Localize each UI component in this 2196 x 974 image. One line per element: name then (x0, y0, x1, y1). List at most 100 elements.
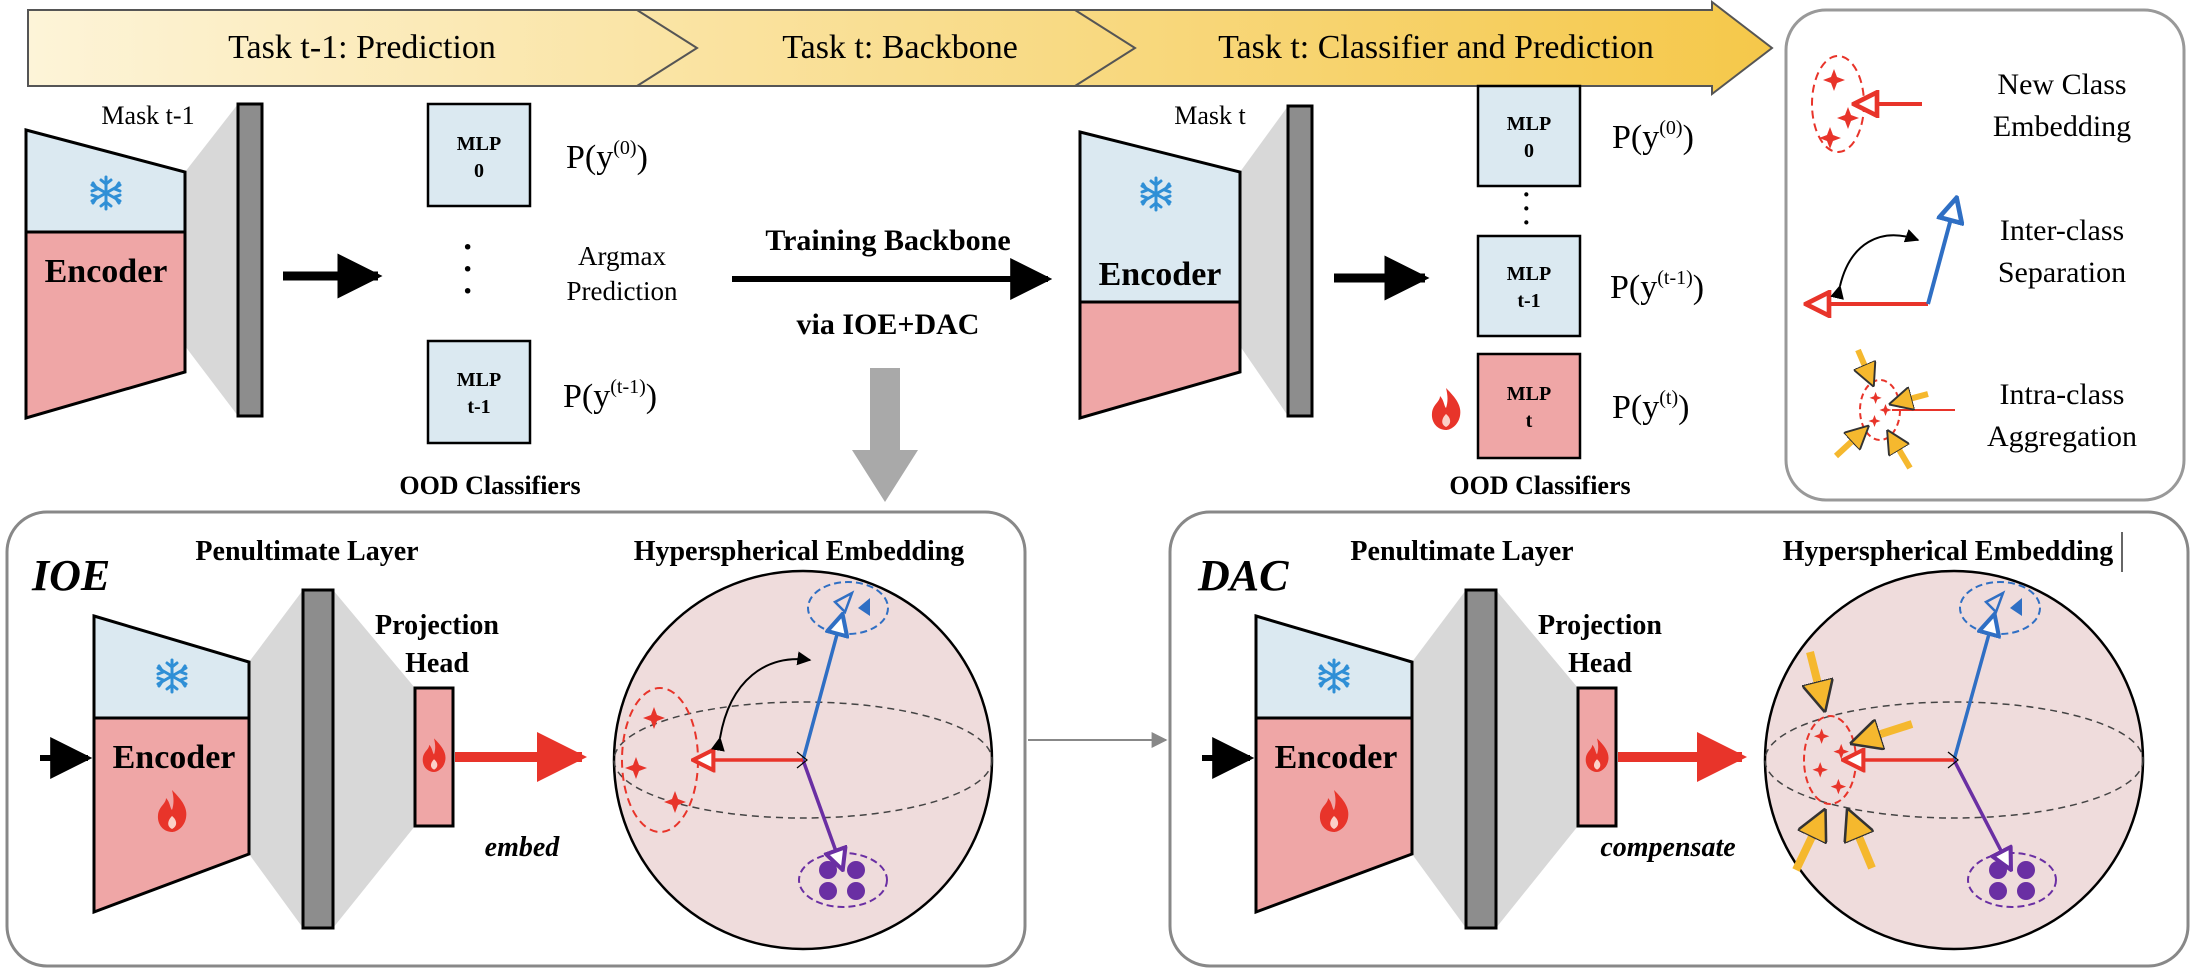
aggregate-arrow (1852, 820, 1876, 870)
legend: New Class Embedding Inter-class Separati… (1784, 8, 2186, 502)
svg-text:Aggregation: Aggregation (1987, 420, 2137, 453)
penultimate-layer (1464, 588, 1498, 930)
embed-label: embed (485, 832, 561, 863)
aggregate-arrow (1810, 651, 1822, 700)
mlp-0-box (1476, 84, 1582, 188)
stage-separator-2 (1074, 9, 1137, 87)
mask-t-label: Mask t (1174, 101, 1246, 130)
svg-text:·: · (462, 273, 473, 310)
argmax-line2: Prediction (567, 276, 678, 306)
mlp-prev-box (1476, 234, 1582, 338)
projection-line2: Head (1568, 648, 1632, 679)
top-right-model: Mask t Encoder (1078, 101, 1430, 420)
training-line2: via IOE+DAC (797, 308, 980, 341)
stage-prev-prediction: Task t-1: Prediction (228, 29, 496, 66)
svg-text:Embedding: Embedding (1993, 110, 2131, 143)
mlp-0-line2: 0 (474, 160, 484, 182)
encoder-label: Encoder (45, 253, 168, 290)
svg-text:MLP: MLP (1507, 383, 1551, 405)
legend-intra-class: Intra-class Aggregation (1833, 348, 2137, 470)
top-left-classifiers: MLP 0 · · · MLP t-1 Argmax Prediction P(… (399, 102, 678, 500)
prob-0: P(y(0)) (1612, 117, 1694, 156)
encoder-label: Encoder (1099, 256, 1222, 293)
flame-icon (1431, 388, 1461, 430)
mlp-0-box (426, 102, 532, 208)
mask-layer (236, 102, 264, 418)
prob-prev: P(y(t-1)) (1610, 267, 1704, 306)
penultimate-fan (249, 590, 303, 928)
legend-frame (1784, 8, 2186, 502)
stage-separator-1 (636, 9, 699, 87)
penultimate-fan (1412, 590, 1466, 928)
mlp-0-line1: MLP (457, 133, 501, 155)
stage-banner: Task t-1: Prediction Task t: Backbone Ta… (27, 0, 1774, 97)
stage-classifier: Task t: Classifier and Prediction (1218, 29, 1654, 66)
svg-text:MLP: MLP (1507, 113, 1551, 135)
dac-sphere (1763, 569, 2145, 951)
compensate-label: compensate (1600, 832, 1735, 863)
projection-line1: Projection (375, 610, 499, 641)
down-arrow (852, 368, 918, 502)
training-line1: Training Backbone (765, 224, 1010, 257)
ioe-title: IOE (31, 551, 110, 600)
prob-new: P(y(t)) (1612, 387, 1689, 426)
legend-new-class: New Class Embedding (1811, 55, 2131, 153)
legend-inter-class: Inter-class Separation (1808, 200, 2126, 304)
dac-title: DAC (1197, 551, 1289, 600)
svg-text:t: t (1526, 410, 1533, 432)
mlp-last-box (426, 339, 532, 445)
svg-text:·: · (462, 251, 473, 288)
training-backbone: Training Backbone via IOE+DAC (732, 224, 1053, 502)
penultimate-layer (301, 588, 335, 930)
stage-arrow (27, 0, 1774, 97)
svg-text:Intra-class: Intra-class (2000, 378, 2125, 411)
penultimate-label: Penultimate Layer (195, 536, 418, 567)
prob-last: P(y(t-1)) (563, 376, 657, 415)
encoder-train-part (1078, 300, 1242, 420)
hyperspherical-label: Hyperspherical Embedding (1783, 536, 2114, 567)
ood-classifiers-label: OOD Classifiers (399, 471, 580, 500)
svg-text:P(y(t-1)): P(y(t-1)) (563, 376, 657, 415)
fan-to-head (333, 590, 415, 928)
projection-line1: Projection (1538, 610, 1662, 641)
mlp-new-box (1476, 352, 1582, 460)
aggregate-arrow (1792, 820, 1820, 872)
class-cluster-blue (1959, 581, 2041, 635)
mask-label: Mask t-1 (101, 101, 194, 130)
svg-text:New Class: New Class (1997, 68, 2126, 101)
penultimate-fan (1240, 106, 1288, 416)
svg-text:P(y(0)): P(y(0)) (566, 137, 648, 176)
svg-text:·: · (1522, 208, 1531, 237)
encoder-label: Encoder (1275, 739, 1398, 776)
ood-classifiers-label: OOD Classifiers (1449, 471, 1630, 500)
argmax-line1: Argmax (578, 241, 666, 271)
top-right-classifiers: MLP 0 · · · MLP t-1 MLP t P(y(0)) P(y(t-… (1431, 84, 1704, 500)
top-left-model: Mask t-1 Encoder (24, 101, 383, 420)
aggregate-arrow (1862, 724, 1914, 740)
penultimate-fan (185, 104, 238, 416)
prob-0: P(y(0)) (566, 137, 648, 176)
dac-panel: DAC Penultimate Layer Hyperspherical Emb… (1168, 510, 2190, 968)
ellipsis: · (462, 229, 473, 266)
ioe-panel: IOE Penultimate Layer Hyperspherical Emb… (5, 510, 1027, 968)
svg-text:·: · (1522, 194, 1531, 223)
svg-text:t-1: t-1 (1517, 290, 1540, 312)
ellipsis: · (1522, 180, 1531, 209)
svg-text:0: 0 (1524, 140, 1534, 162)
svg-text:Inter-class: Inter-class (2000, 214, 2124, 247)
encoder-label: Encoder (113, 739, 236, 776)
stage-backbone: Task t: Backbone (782, 29, 1018, 66)
mlp-last-line1: MLP (457, 369, 501, 391)
mask-layer (1286, 104, 1314, 418)
penultimate-label: Penultimate Layer (1350, 536, 1573, 567)
class-cluster-blue (807, 581, 889, 635)
svg-text:MLP: MLP (1507, 263, 1551, 285)
encoder-train-part (24, 230, 187, 420)
mlp-last-line2: t-1 (467, 396, 490, 418)
fan-to-head (1496, 590, 1578, 928)
svg-text:Separation: Separation (1998, 256, 2126, 289)
hyperspherical-label: Hyperspherical Embedding (634, 536, 965, 567)
ioe-sphere (612, 569, 994, 951)
projection-line2: Head (405, 648, 469, 679)
